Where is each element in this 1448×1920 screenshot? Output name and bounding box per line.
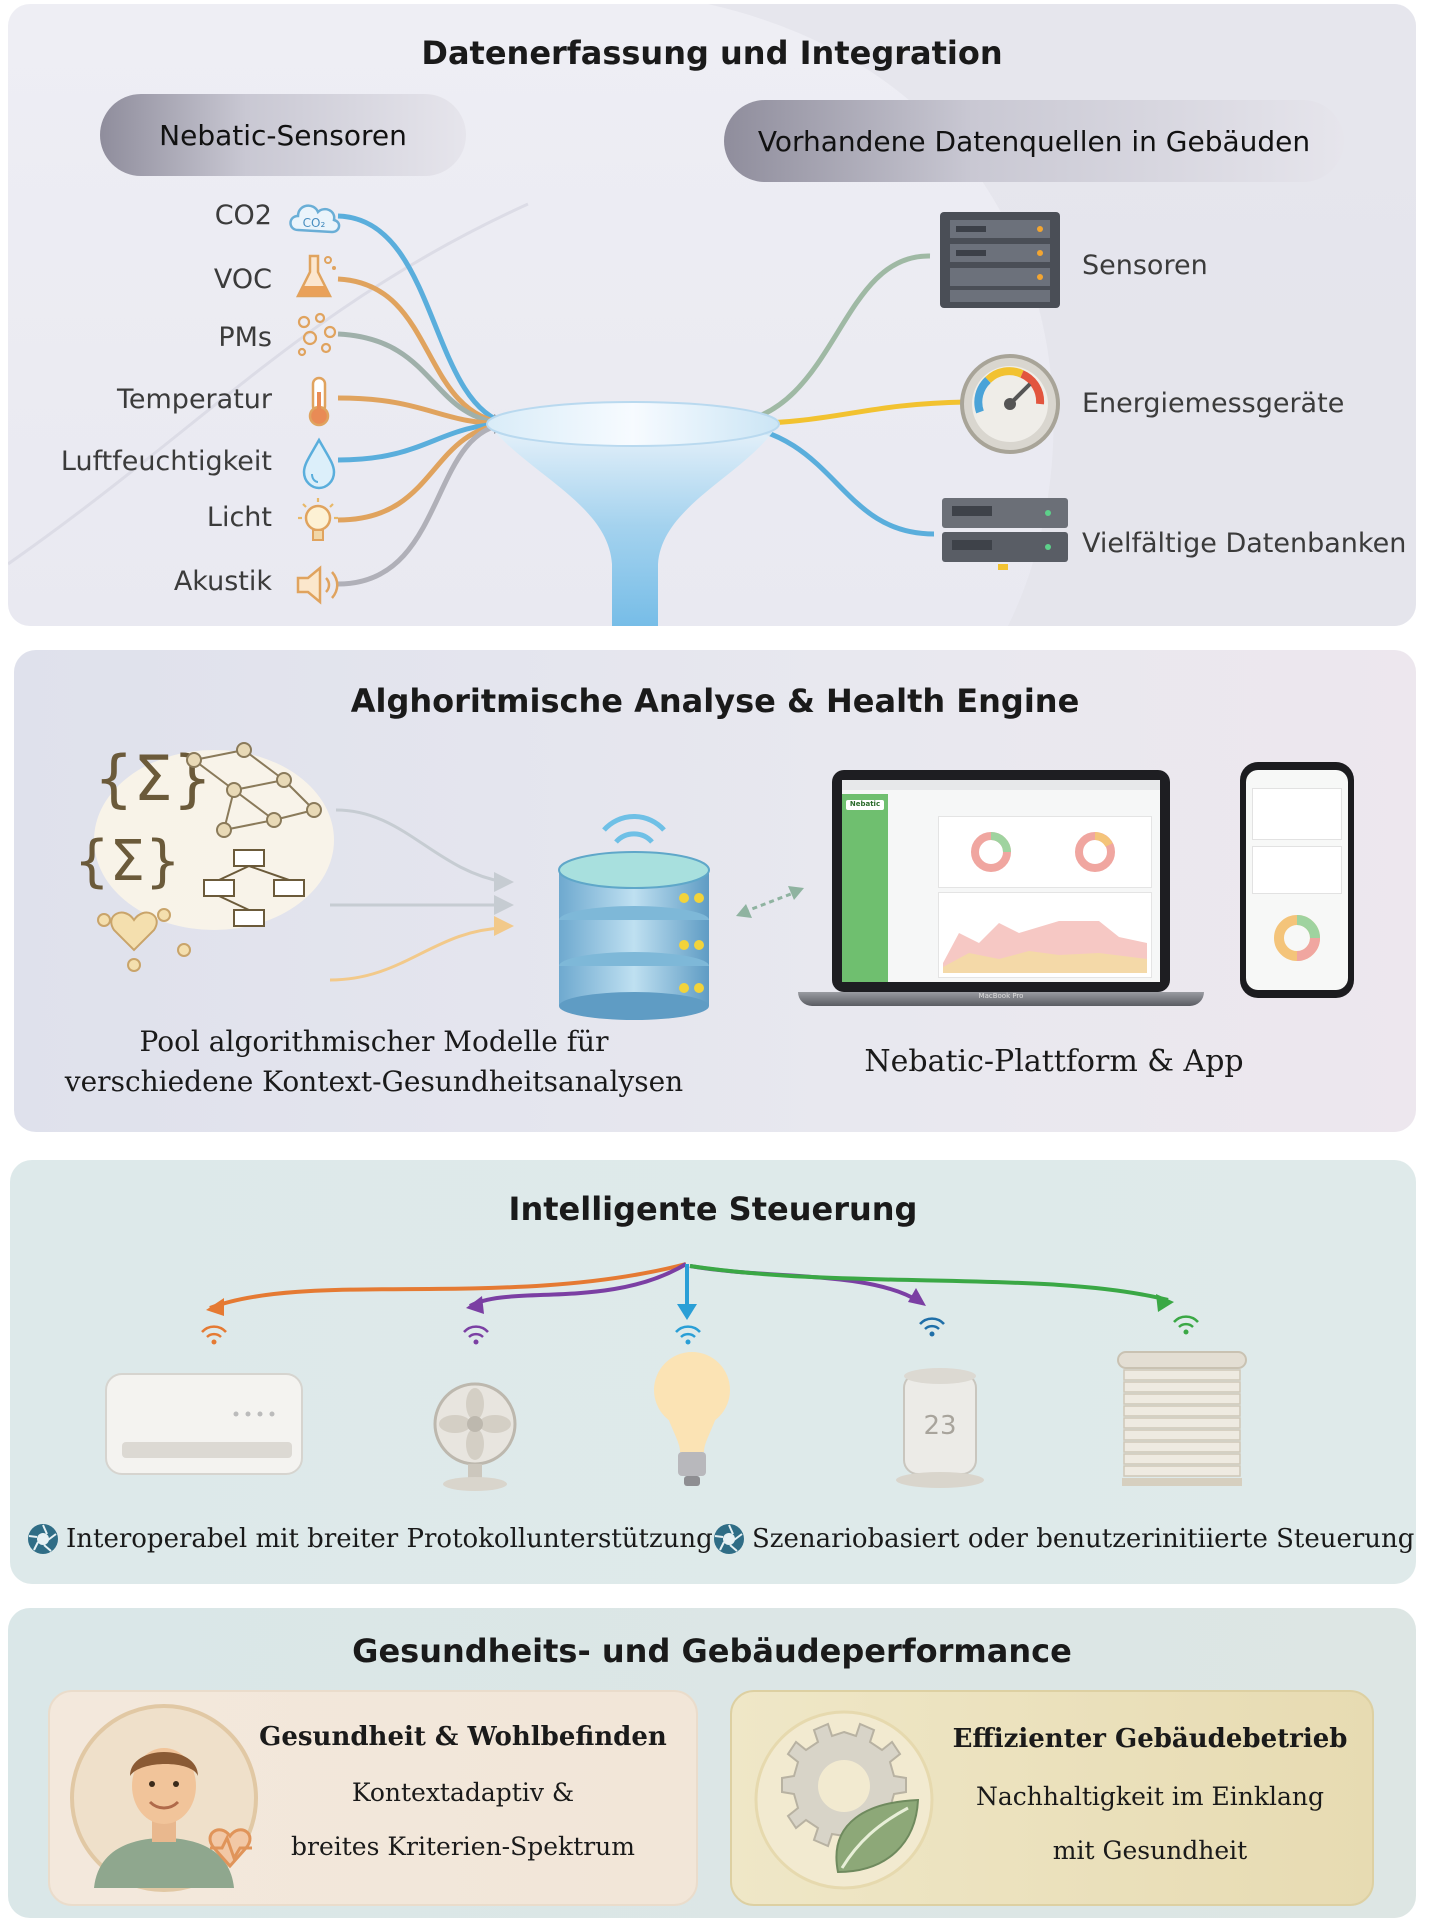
- source-label-sensors: Sensoren: [1082, 250, 1208, 281]
- health-card-line2: breites Kriterien-Spektrum: [291, 1832, 635, 1861]
- area-chart: [943, 921, 1147, 973]
- efficiency-card-line1: Nachhaltigkeit im Einklang: [975, 1782, 1324, 1811]
- data-collection-panel: Datenerfassung und Integration Nebatic-S…: [8, 4, 1416, 626]
- cloud-co2-icon: CO₂: [289, 204, 341, 234]
- donut-panel: [938, 816, 1152, 888]
- connection-lines: [337, 213, 967, 626]
- aperture-icon: [714, 1524, 744, 1554]
- trend-chart-panel: [938, 892, 1152, 978]
- thermometer-icon: [308, 376, 330, 427]
- performance-panel: Gesundheits- und Gebäudeperformance Gesu…: [8, 1608, 1416, 1918]
- energy-meter-icon: [960, 354, 1060, 454]
- sensor-label-humidity: Luftfeuchtigkeit: [60, 446, 272, 477]
- svg-text:23: 23: [923, 1411, 956, 1441]
- svg-text:CO₂: CO₂: [303, 216, 326, 230]
- server-rack-icon: [940, 212, 1060, 308]
- models-caption: Pool algorithmischer Modelle für verschi…: [34, 1022, 714, 1102]
- wifi-icon-ac: [201, 1325, 227, 1345]
- feature-interoperable: Interoperabel mit breiter Protokollunter…: [66, 1524, 713, 1554]
- window-blind-icon: [1117, 1351, 1247, 1486]
- laptop-screen: Nebatic: [832, 770, 1170, 992]
- score-card: [1252, 788, 1342, 840]
- platform-caption: Nebatic-Plattform & App: [864, 1044, 1244, 1079]
- phone: [1240, 762, 1354, 998]
- section-title: Alghoritmische Analyse & Health Engine: [350, 682, 1080, 720]
- flowchart-icon: [203, 849, 305, 927]
- speaker-icon: [296, 565, 339, 605]
- sensor-label-acoustic: Akustik: [173, 566, 272, 597]
- light-bulb-icon: [654, 1352, 730, 1486]
- browser-bar: [842, 780, 1160, 790]
- sigma-brackets-icon: {Σ}: [74, 829, 181, 894]
- list-card: [1252, 846, 1342, 894]
- flask-icon: [295, 254, 336, 298]
- lightbulb-icon: [298, 498, 338, 541]
- co2-curve: [337, 213, 509, 427]
- neural-network-icon: [186, 742, 322, 838]
- donut-charts: [971, 832, 1115, 872]
- water-drop-icon: [302, 437, 336, 490]
- light-curve: [337, 421, 509, 523]
- dashboard-view: Nebatic: [842, 780, 1160, 982]
- app-screen: [1246, 770, 1348, 990]
- arrow-to-ac: [209, 1262, 687, 1310]
- laptop-base: MacBook Pro: [798, 992, 1204, 1006]
- sensor-label-light: Licht: [206, 502, 272, 533]
- smart-control-panel: Intelligente Steuerung: [10, 1160, 1416, 1584]
- aperture-icon: [28, 1524, 58, 1554]
- health-card-title: Gesundheit & Wohlbefinden: [259, 1722, 667, 1752]
- arrow-to-fan: [469, 1262, 688, 1308]
- nebatic-sensors-pill: Nebatic-Sensoren: [100, 94, 466, 176]
- database-rack-icon: [942, 498, 1068, 570]
- feature-scenario-control: Szenariobasiert oder benutzerinitiierte …: [752, 1524, 1415, 1554]
- pms-curve: [337, 331, 509, 427]
- algorithm-models-illustration: {Σ} {Σ}: [74, 742, 334, 972]
- fan-icon: [433, 1382, 517, 1491]
- model-arrows: [329, 808, 804, 982]
- section-title: Datenerfassung und Integration: [421, 34, 1003, 72]
- analysis-engine-panel: Alghoritmische Analyse & Health Engine {…: [14, 650, 1416, 1132]
- models-caption-line1: Pool algorithmischer Modelle für: [139, 1025, 609, 1058]
- sensor-label-co2: CO2: [214, 200, 272, 231]
- models-caption-line2: verschiedene Kontext-Gesundheitsanalysen: [64, 1065, 684, 1098]
- laptop-model-label: MacBook Pro: [978, 992, 1024, 1000]
- health-card-line1: Kontextadaptiv &: [351, 1778, 575, 1807]
- efficiency-card-title: Effizienter Gebäudebetrieb: [952, 1724, 1348, 1754]
- app-sidebar: Nebatic: [842, 794, 888, 982]
- air-conditioner-icon: [105, 1373, 303, 1475]
- sensors-source-curve: [727, 253, 931, 427]
- sensor-label-temperature: Temperatur: [116, 384, 272, 415]
- person-health-icon: [70, 1704, 258, 1892]
- existing-sources-pill: Vorhandene Datenquellen in Gebäuden: [724, 100, 1344, 182]
- humidity-curve: [337, 421, 509, 463]
- control-arrows: [206, 1262, 1174, 1320]
- wifi-icon-fan: [463, 1325, 489, 1345]
- gear-leaf-icon: [754, 1710, 934, 1890]
- sensor-label-pms: PMs: [218, 322, 272, 353]
- arrow-to-blind: [689, 1264, 1169, 1302]
- wifi-icon-thermostat: [919, 1317, 945, 1337]
- sensor-label-voc: VOC: [213, 264, 272, 295]
- sync-arrow-icon: [736, 886, 804, 918]
- wifi-icon-bulb: [675, 1325, 701, 1345]
- efficiency-card-line2: mit Gesundheit: [1052, 1836, 1248, 1865]
- source-label-databases: Vielfältige Datenbanken: [1082, 528, 1407, 559]
- heart-pulse-icon: [208, 1828, 252, 1869]
- source-label-energy-meters: Energiemessgeräte: [1082, 388, 1345, 419]
- funnel-icon: [486, 401, 780, 626]
- database-server-icon: [558, 814, 710, 1020]
- phone-donut-chart: [1274, 915, 1320, 961]
- brand-logo: Nebatic: [846, 800, 884, 810]
- wifi-icon-blind: [1173, 1315, 1199, 1335]
- acoustic-curve: [337, 421, 509, 587]
- particles-icon: [297, 312, 337, 357]
- efficiency-card: Effizienter Gebäudebetrieb Nachhaltigkei…: [730, 1690, 1374, 1906]
- voc-curve: [337, 276, 509, 427]
- thermostat-icon: 23: [896, 1368, 984, 1488]
- health-card: Gesundheit & Wohlbefinden Kontextadaptiv…: [48, 1690, 698, 1906]
- heart-network-icon: [97, 908, 191, 972]
- wifi-signal-icon: [602, 814, 666, 844]
- section-title: Intelligente Steuerung: [508, 1190, 918, 1228]
- section-title: Gesundheits- und Gebäudeperformance: [352, 1632, 1072, 1670]
